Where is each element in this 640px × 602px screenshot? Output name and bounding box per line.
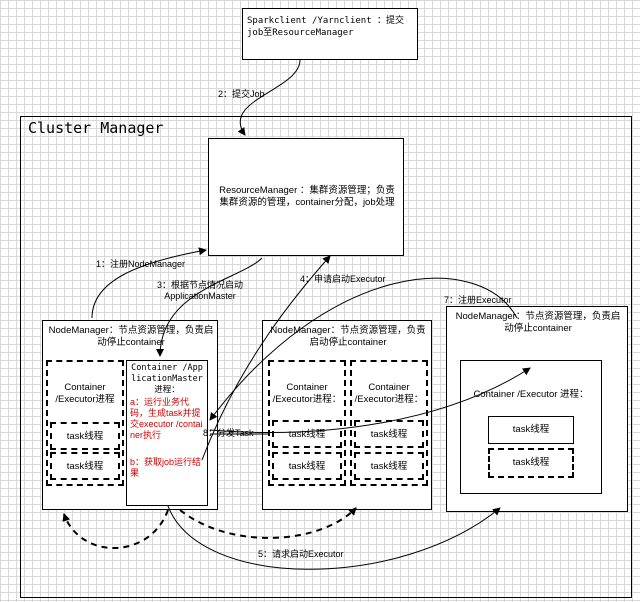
task-label: task线程 — [66, 431, 104, 442]
resource-manager-box: ResourceManager ：集群资源管理；负责集群资源的管理，contai… — [208, 138, 404, 256]
arrow-label-2: 2：提交Job — [218, 89, 265, 99]
client-box: Sparkclient /Yarnclient ：提交job至ResourceM… — [242, 8, 418, 60]
task-nm1-2: task线程 — [50, 452, 120, 480]
node-manager-3-title: NodeManager：节点资源管理，负责启动停止container — [455, 311, 621, 334]
executor-container-nm1-label: Container /Executor进程 — [55, 382, 115, 405]
client-label: Sparkclient /Yarnclient ：提交job至ResourceM… — [247, 16, 405, 38]
task-label: task线程 — [512, 424, 550, 435]
task-nm2-3: task线程 — [354, 420, 424, 448]
arrow-label-4: 4：申请启动Executor — [300, 274, 386, 284]
executor-container-nm3-label: Container /Executor 进程： — [473, 389, 589, 400]
task-nm3-2: task线程 — [488, 448, 574, 478]
resource-manager-label: ResourceManager ：集群资源管理；负责集群资源的管理，contai… — [219, 185, 395, 208]
task-nm3-1: task线程 — [488, 416, 574, 444]
task-label: task线程 — [288, 429, 326, 440]
task-nm1-1: task线程 — [50, 422, 120, 450]
arrow-label-5: 5：请求启动Executor — [258, 549, 344, 559]
arrow-label-3: 3：根据节点情况启动ApplicationMaster — [156, 280, 243, 301]
task-label: task线程 — [288, 461, 326, 472]
application-master-line-a: a：运行业务代码，生成task并提交executor /container执行 — [130, 397, 203, 440]
executor-container-label: Container /Executor进程： — [272, 382, 342, 405]
node-manager-1-title: NodeManager：节点资源管理，负责启动停止container — [48, 325, 214, 348]
task-nm2-1: task线程 — [272, 420, 342, 448]
task-label: task线程 — [370, 429, 408, 440]
task-label: task线程 — [370, 461, 408, 472]
node-manager-2-title: NodeManager：节点资源管理，负责启动停止container — [270, 325, 426, 348]
task-nm2-4: task线程 — [354, 452, 424, 480]
task-label: task线程 — [66, 461, 104, 472]
arrow-label-7: 7：注册Executor — [444, 295, 512, 305]
executor-container-nm1: Container /Executor进程 — [46, 360, 124, 486]
application-master-line-b: b：获取job运行结果 — [130, 457, 202, 478]
cluster-manager-frame — [20, 116, 632, 598]
task-label: task线程 — [512, 457, 550, 468]
task-nm2-2: task线程 — [272, 452, 342, 480]
arrow-label-1: 1：注册NodeManager — [96, 259, 186, 269]
application-master-title: Container /ApplicationMaster进程： — [131, 363, 203, 395]
cluster-manager-title: Cluster Manager — [28, 119, 164, 137]
application-master-container: Container /ApplicationMaster进程： a：运行业务代码… — [126, 360, 208, 506]
executor-container-label: Container /Executor进程： — [354, 382, 424, 405]
arrow-label-8: 8：分发Task — [203, 428, 254, 438]
